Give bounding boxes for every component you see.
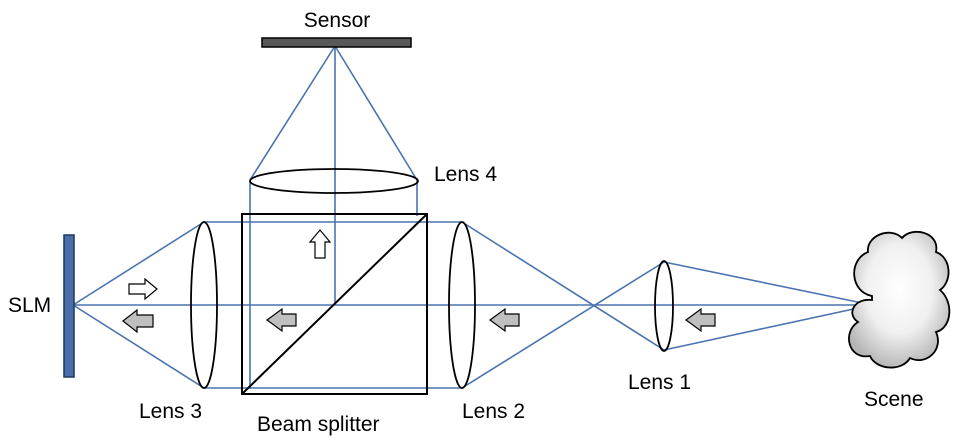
arrow-right-hollow-icon — [128, 277, 158, 301]
beam-splitter — [241, 213, 428, 395]
lens4-label: Lens 4 — [434, 163, 497, 186]
arrow-left-filled-icon — [488, 307, 520, 333]
sensor-label: Sensor — [304, 9, 371, 32]
beam-splitter-cube — [241, 213, 428, 395]
ray-lens4-sensor-right — [334, 45, 418, 181]
ray-lens3-slm-bottom — [72, 304, 205, 389]
light-rays — [72, 45, 873, 389]
lens-3 — [190, 221, 218, 389]
beam-splitter-diagonal — [241, 213, 428, 395]
lens1-label: Lens 1 — [628, 371, 691, 394]
lens-2 — [448, 221, 476, 389]
lens-1 — [654, 260, 674, 352]
sensor-plate — [261, 37, 412, 48]
arrow-left-filled-icon — [122, 308, 154, 334]
scene-cloud — [848, 230, 951, 369]
arrow-left-filled-icon — [265, 307, 297, 333]
ray-scene-lens1-top — [663, 261, 873, 306]
slm-plate — [63, 234, 75, 378]
scene-label: Scene — [864, 388, 924, 411]
arrow-left-filled-icon — [684, 307, 716, 333]
beam-splitter-label: Beam splitter — [257, 413, 380, 436]
direction-arrows — [122, 229, 716, 334]
lens-4 — [249, 168, 419, 194]
ray-lens1-lens2-b — [461, 221, 665, 351]
ray-lens4-sensor-left — [249, 45, 336, 181]
slm-label: SLM — [8, 294, 51, 317]
lens2-label: Lens 2 — [462, 400, 525, 423]
ray-scene-lens1-bottom — [663, 304, 873, 351]
ray-lens1-lens2-a — [461, 261, 665, 389]
arrow-up-hollow-icon — [308, 229, 332, 259]
lens3-label: Lens 3 — [139, 400, 202, 423]
labels: Sensor Lens 4 SLM Lens 3 Beam splitter L… — [8, 9, 924, 436]
ray-lens3-slm-top — [72, 221, 205, 306]
